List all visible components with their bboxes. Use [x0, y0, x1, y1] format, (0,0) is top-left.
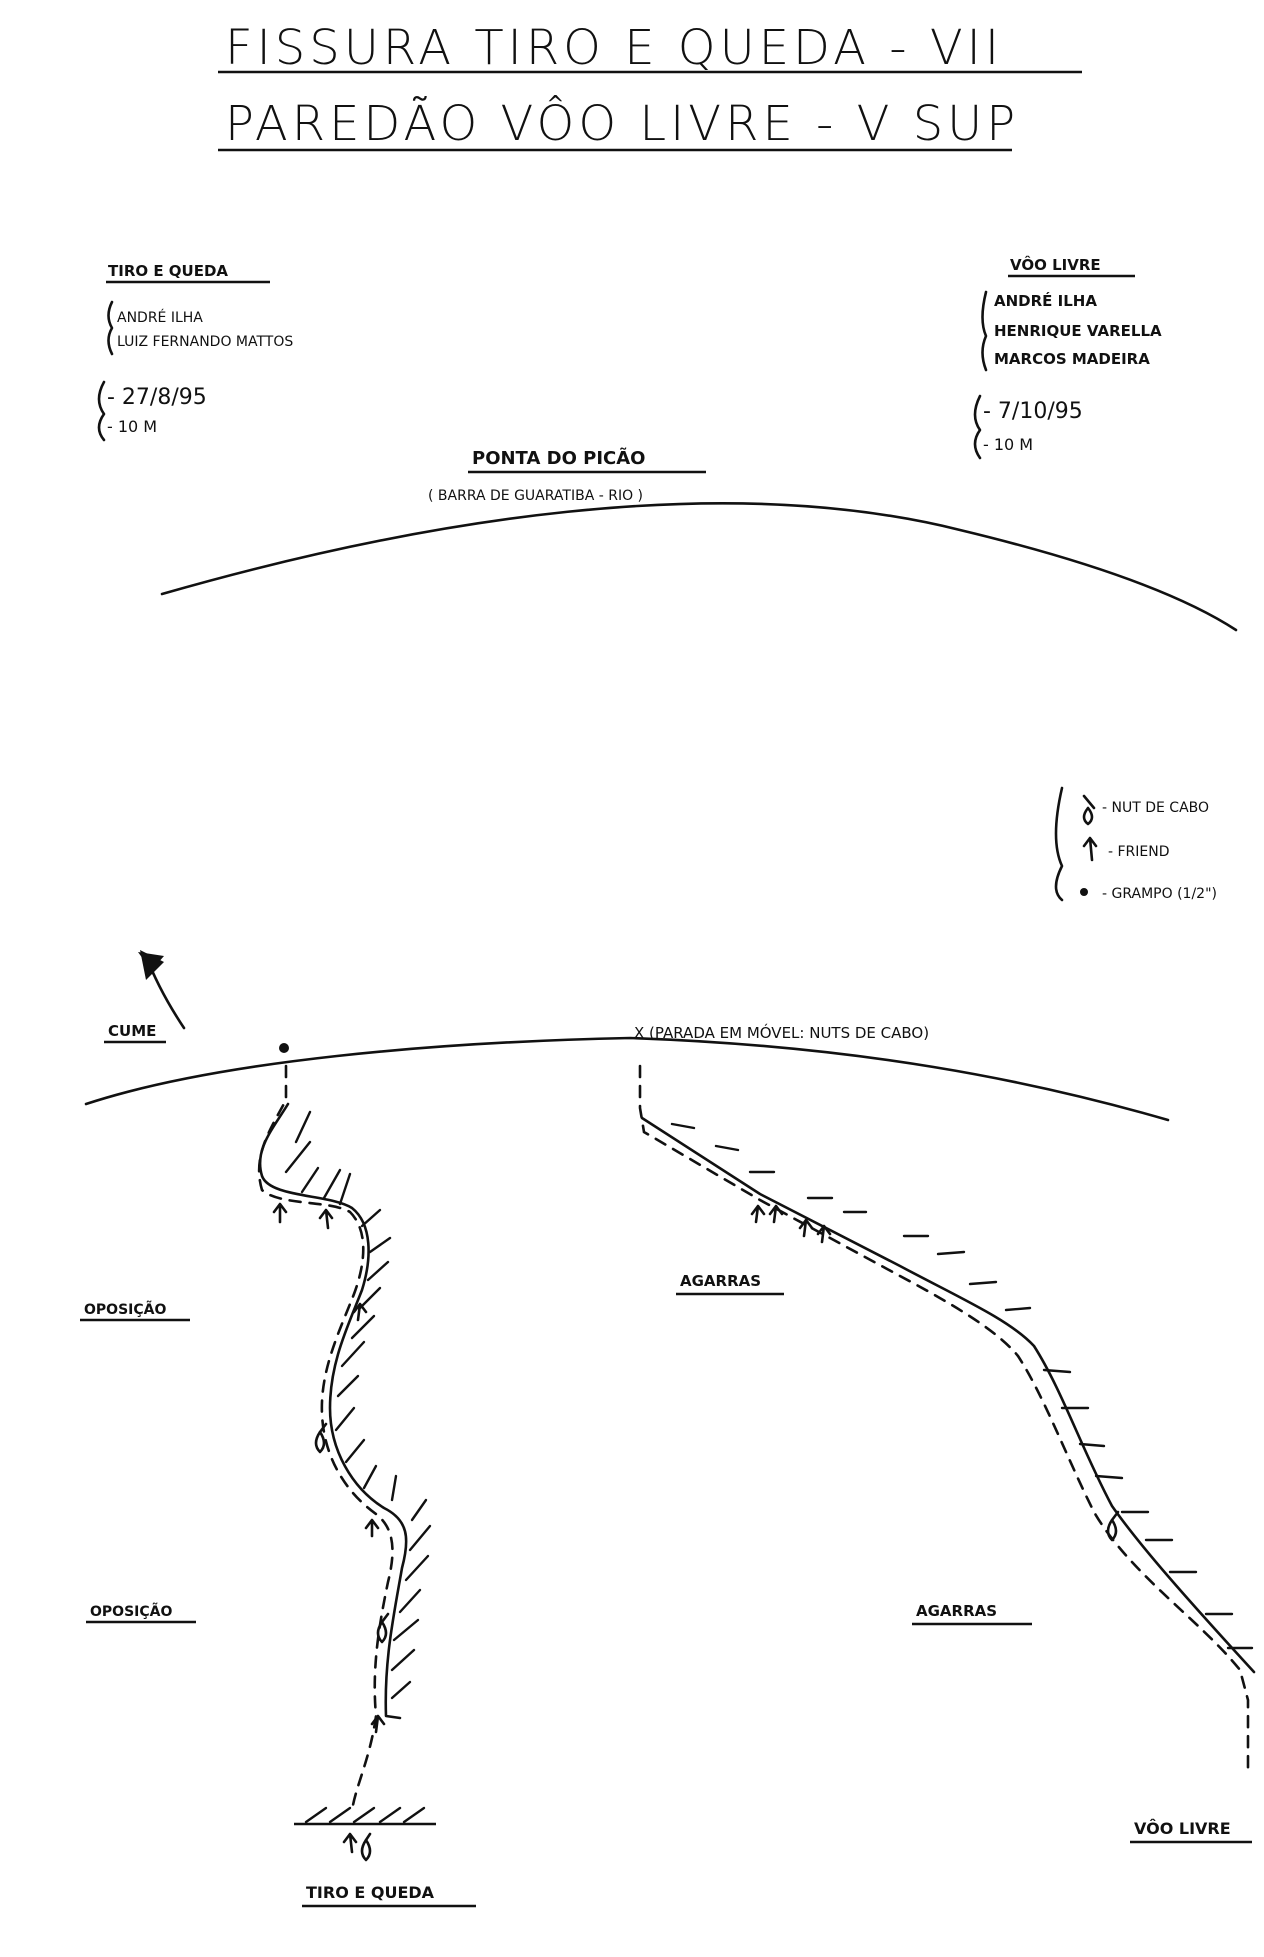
title-line-2: PAREDÃO VÔO LIVRE - V sup — [225, 95, 1019, 152]
tiro-e-queda-route-line — [257, 1064, 394, 1814]
tiro-e-queda-protection — [272, 1202, 390, 1734]
nut-icon — [1106, 1510, 1120, 1542]
friend-icon — [364, 1518, 380, 1538]
voo-livre-route-line — [638, 1064, 1250, 1770]
voo-livre-info: VÔO LIVRE ANDRÉ ILHA HENRIQUE VARELLA MA… — [973, 255, 1162, 460]
tiro-e-queda-climber-1: ANDRÉ ILHA — [117, 309, 203, 326]
legend-label-friend: - FRIEND — [1108, 844, 1170, 860]
tiro-e-queda-date: - 27/8/95 — [107, 385, 207, 410]
tiro-e-queda-crack — [258, 1102, 408, 1720]
location-name: PONTA DO PICÃO — [472, 446, 645, 469]
location-region: ( BARRA DE GUARATIBA - RIO ) — [428, 488, 643, 504]
route-left-label: TIRO E QUEDA — [306, 1883, 435, 1902]
summit-line — [84, 1036, 1170, 1122]
nut-icon — [1082, 794, 1096, 826]
bolt-icon — [1080, 888, 1088, 896]
voo-livre-face-line — [640, 1116, 1256, 1674]
friend-icon — [816, 1224, 832, 1244]
tiro-e-queda-climber-2: LUIZ FERNANDO MATTOS — [117, 334, 293, 350]
nut-icon — [314, 1422, 328, 1454]
direction-arrow — [138, 950, 186, 1030]
left-zone-label-1: OPOSIÇÃO — [84, 1301, 166, 1318]
voo-livre-climber-1: ANDRÉ ILHA — [994, 291, 1097, 310]
tiro-e-queda-rock-hatching — [284, 1110, 432, 1700]
right-zone-label-2: AGARRAS — [916, 1602, 997, 1620]
friend-icon — [352, 1302, 368, 1322]
tiro-e-queda-base — [294, 1806, 436, 1862]
friend-icon — [272, 1202, 288, 1224]
tiro-e-queda-length: - 10 m — [107, 417, 157, 436]
summit-bolt-icon — [279, 1043, 289, 1053]
title-line-1: FISSURA TIRO E QUEDA - VII — [225, 20, 1003, 76]
anchor-label: X (PARADA EM MÓVEL: NUTS DE CABO) — [634, 1023, 929, 1042]
voo-livre-rock-hatching — [670, 1122, 1254, 1650]
tiro-e-queda-info: TIRO E QUEDA ANDRÉ ILHA LUIZ FERNANDO MA… — [97, 262, 293, 442]
friend-icon — [798, 1218, 814, 1238]
friend-icon — [370, 1714, 386, 1734]
nut-icon — [360, 1832, 372, 1862]
voo-livre-climber-3: MARCOS MADEIRA — [994, 350, 1150, 368]
right-zone-label-1: AGARRAS — [680, 1272, 761, 1290]
voo-livre-climber-2: HENRIQUE VARELLA — [994, 322, 1162, 340]
left-zone-label-2: OPOSIÇÃO — [90, 1603, 172, 1620]
voo-livre-protection — [750, 1204, 1120, 1542]
voo-livre-length: - 10 m — [983, 435, 1033, 454]
tiro-e-queda-heading: TIRO E QUEDA — [108, 262, 228, 280]
voo-livre-heading: VÔO LIVRE — [1010, 255, 1101, 274]
friend-icon — [318, 1208, 334, 1230]
legend: - NUT DE CABO - FRIEND - GRAMPO (1/2") — [1054, 786, 1217, 902]
voo-livre-date: - 7/10/95 — [983, 399, 1083, 424]
friend-icon — [342, 1832, 358, 1854]
legend-label-bolt: - GRAMPO (1/2") — [1102, 886, 1217, 902]
nut-icon — [376, 1612, 390, 1644]
friend-icon — [1082, 836, 1098, 862]
route-right-label: VÔO LIVRE — [1134, 1819, 1231, 1838]
rock-profile-line — [160, 502, 1238, 632]
summit-label: CUME — [108, 1022, 156, 1040]
friend-icon — [768, 1204, 784, 1224]
legend-label-nut: - NUT DE CABO — [1102, 800, 1209, 816]
friend-icon — [750, 1204, 766, 1224]
